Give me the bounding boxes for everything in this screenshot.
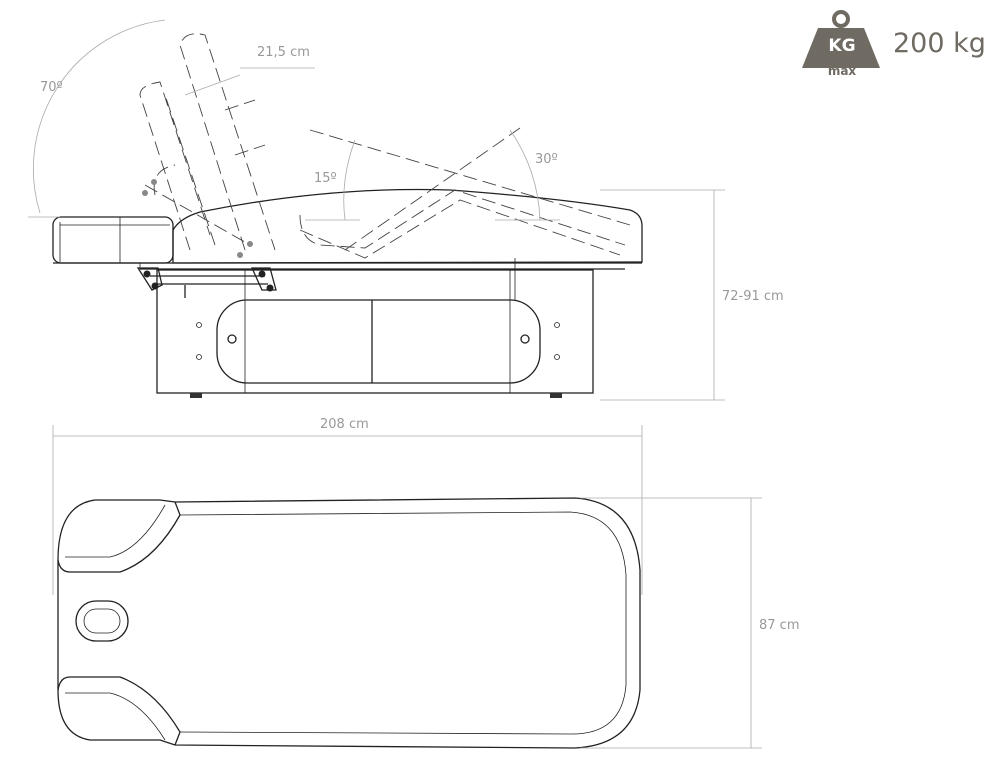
hinge-mechanism (136, 267, 277, 298)
label-length: 208 cm (320, 417, 369, 432)
top-view (57, 497, 641, 749)
base-cabinet (156, 269, 594, 394)
label-backrest-angle: 70º (40, 80, 63, 95)
label-width: 87 cm (759, 618, 800, 633)
angle-arc-70 (33, 19, 166, 214)
weight-kg-label: KG (828, 36, 856, 56)
label-height: 72-91 cm (722, 289, 784, 304)
label-leg-angle-30: 30º (535, 152, 558, 167)
foot-left (190, 393, 202, 398)
side-view: 70º 21,5 cm 15º 30º 72-91 cm (28, 19, 784, 401)
weight-icon (802, 10, 880, 68)
headrest (52, 216, 174, 264)
backrest-raised-dashed (139, 33, 276, 258)
label-leg-angle-15: 15º (314, 171, 337, 186)
base-panel (216, 299, 541, 384)
weight-capacity: 200 kg (893, 28, 986, 59)
face-hole (75, 600, 129, 642)
table-top-cushion (172, 188, 643, 264)
legrest-raised-dashed (299, 127, 631, 259)
foot-right (550, 393, 562, 398)
label-backrest-extension: 21,5 cm (257, 45, 310, 60)
table-top-outline (57, 497, 641, 749)
weight-max-label: max (827, 64, 857, 78)
